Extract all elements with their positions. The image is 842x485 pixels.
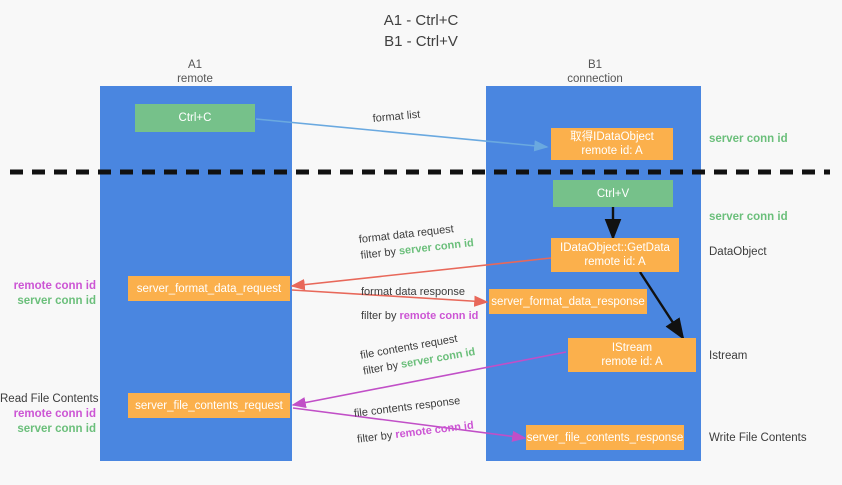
lane-header-a1-name: A1 <box>187 59 203 71</box>
box-server-file-contents-request[interactable]: server_file_contents_request <box>128 393 290 418</box>
box-server-format-data-request[interactable]: server_format_data_request <box>128 276 290 301</box>
label-left-read-file-contents-group: Read File Contents remote conn id server… <box>0 392 99 437</box>
label-server-conn-id-upper: server conn id <box>17 295 96 307</box>
annotation-file-contents-response-line1: file contents response <box>353 394 461 420</box>
annotation-format-data-response-line2: filter by remote conn id <box>361 308 478 324</box>
lane-header-a1: A1 remote <box>130 58 260 86</box>
box-istream-line2: remote id: A <box>601 356 663 368</box>
annotation-fdres-value: remote conn id <box>399 310 479 322</box>
box-ctrl-c[interactable]: Ctrl+C <box>135 104 255 132</box>
annotation-format-data-response-line1: format data response <box>361 286 465 298</box>
label-remote-conn-id-upper: remote conn id <box>13 280 96 292</box>
label-istream: Istream <box>709 350 748 362</box>
label-server-conn-id-lower: server conn id <box>17 423 96 435</box>
annotation-file-contents-response-line2: filter by remote conn id <box>356 418 474 448</box>
box-ctrl-v[interactable]: Ctrl+V <box>553 180 673 207</box>
lane-header-b1: B1 connection <box>530 58 660 86</box>
label-server-conn-id-top: server conn id <box>709 133 788 145</box>
box-server-file-contents-response[interactable]: server_file_contents_response <box>526 425 684 450</box>
label-read-file-contents: Read File Contents <box>0 393 99 405</box>
annotation-format-data-response: format data response filter by remote co… <box>361 284 478 324</box>
label-write-file-contents: Write File Contents <box>709 432 807 444</box>
box-istream[interactable]: IStream remote id: A <box>568 338 696 372</box>
box-istream-line1: IStream <box>611 342 653 354</box>
page-title: A1 - Ctrl+C B1 - Ctrl+V <box>0 10 842 52</box>
label-server-conn-id-mid: server conn id <box>709 211 788 223</box>
title-line-1: A1 - Ctrl+C <box>383 12 459 29</box>
annotation-fcres-prefix: filter by <box>356 429 397 446</box>
label-remote-conn-id-lower: remote conn id <box>13 408 96 420</box>
box-server-format-data-response[interactable]: server_format_data_response <box>489 289 647 314</box>
annotation-fdres-prefix: filter by <box>361 310 400 322</box>
box-idataobject-line2: remote id: A <box>581 145 643 157</box>
box-idataobject-remote[interactable]: 取得IDataObject remote id: A <box>551 128 673 160</box>
annotation-fcreq-prefix: filter by <box>362 359 403 378</box>
annotation-fcres-value: remote conn id <box>394 419 475 442</box>
lane-header-a1-sub: remote <box>177 73 213 85</box>
box-getdata-line2: remote id: A <box>584 256 646 268</box>
lane-header-b1-sub: connection <box>567 73 623 85</box>
annotation-format-data-request: format data request filter by server con… <box>358 219 475 264</box>
annotation-format-list: format list <box>372 108 421 125</box>
annotation-fdreq-prefix: filter by <box>360 245 400 262</box>
lane-header-b1-name: B1 <box>587 59 603 71</box>
box-idataobject-getdata[interactable]: IDataObject::GetData remote id: A <box>551 238 679 272</box>
label-left-conn-ids-upper: remote conn id server conn id <box>0 279 96 309</box>
title-line-2: B1 - Ctrl+V <box>384 33 458 50</box>
box-idataobject-line1: 取得IDataObject <box>570 131 654 143</box>
label-dataobject: DataObject <box>709 246 767 258</box>
annotation-file-contents-request: file contents request filter by server c… <box>359 328 477 379</box>
annotation-file-contents-response: file contents response filter by remote … <box>353 392 475 448</box>
box-getdata-line1: IDataObject::GetData <box>560 242 670 254</box>
